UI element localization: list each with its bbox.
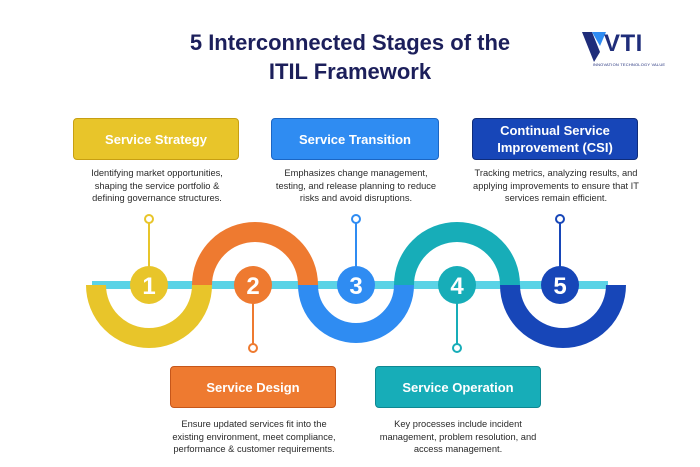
stage-name-4: Service Operation	[402, 379, 514, 395]
stage-desc-1: Identifying market opportunities, shapin…	[91, 168, 223, 203]
logo-text: VTI	[604, 30, 643, 57]
stage-circle-3	[337, 266, 375, 304]
stage-circle-5	[541, 266, 579, 304]
connector-dot-2	[248, 343, 258, 353]
stage-number-5: 5	[553, 273, 566, 300]
stage-name-2: Service Design	[206, 379, 300, 395]
stage-circle-1	[130, 266, 168, 304]
connector-dot-1	[144, 214, 154, 224]
stage-desc-5: Tracking metrics, analyzing results, and…	[473, 168, 639, 203]
arc-stage-2	[192, 222, 318, 286]
stage-name-5: Continual Service Improvement (CSI)	[497, 123, 613, 155]
stage-circle-4	[438, 266, 476, 304]
page-title: 5 Interconnected Stages of the ITIL Fram…	[110, 28, 590, 86]
stage-circle-2	[234, 266, 272, 304]
arc-stage-1	[86, 284, 212, 348]
stage-box-continual-service-improvement: Continual Service Improvement (CSI)	[472, 118, 638, 160]
stage-box-service-strategy: Service Strategy	[73, 118, 239, 160]
stage-number-1: 1	[142, 273, 155, 300]
connector-dot-3	[351, 214, 361, 224]
stage-number-3: 3	[349, 273, 362, 300]
stage-name-1: Service Strategy	[105, 131, 207, 147]
stage-desc-3: Emphasizes change management, testing, a…	[275, 168, 437, 203]
vti-logo-icon	[582, 32, 606, 62]
logo-tagline: INNOVATION TECHNOLOGY VALUE	[592, 62, 666, 67]
stage-desc-4: Key processes include incident managemen…	[379, 419, 537, 454]
stage-desc-2: Ensure updated services fit into the exi…	[172, 419, 336, 454]
connector-dot-5	[555, 214, 565, 224]
title-line-1: 5 Interconnected Stages of the	[189, 30, 511, 55]
stage-number-2: 2	[246, 273, 259, 300]
arc-stage-5	[500, 284, 626, 348]
arc-stage-3	[298, 284, 414, 343]
connector-dot-4	[452, 343, 462, 353]
stage-box-service-transition: Service Transition	[271, 118, 439, 160]
stage-box-service-design: Service Design	[170, 366, 336, 408]
stage-name-3: Service Transition	[299, 131, 411, 147]
title-line-2: ITIL Framework	[268, 59, 432, 84]
stage-number-4: 4	[450, 273, 464, 300]
arc-stage-4	[394, 222, 520, 286]
stage-box-service-operation: Service Operation	[375, 366, 541, 408]
